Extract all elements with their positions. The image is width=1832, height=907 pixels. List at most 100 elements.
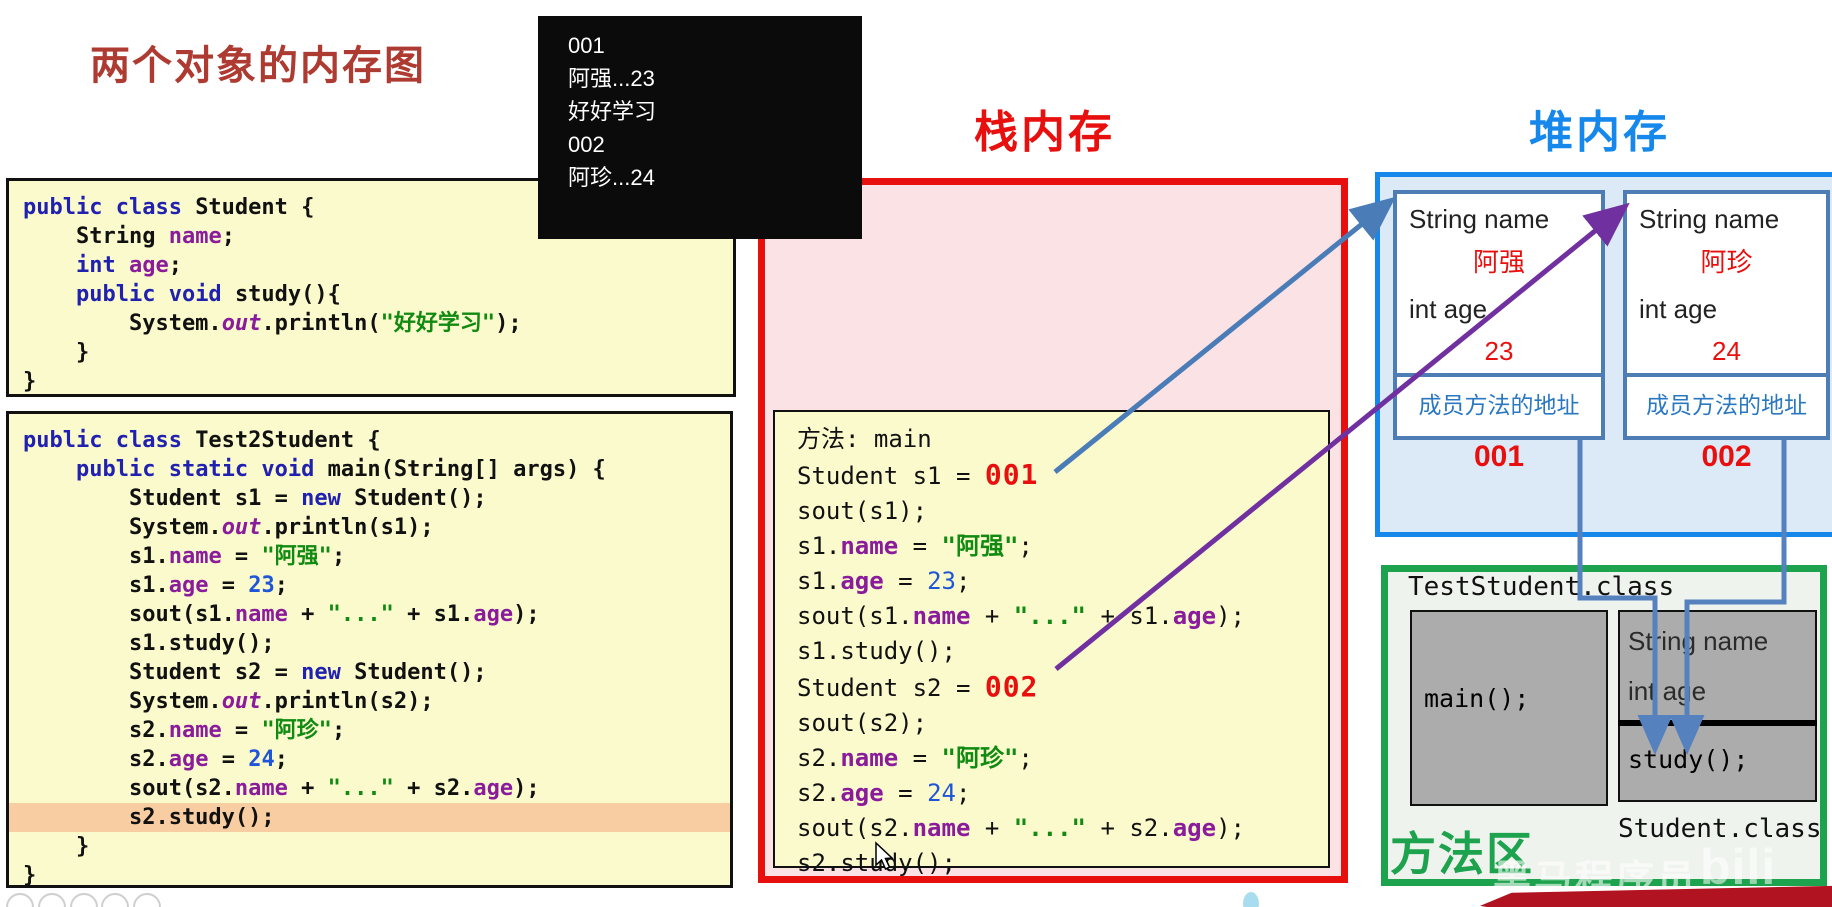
code-segment: age [840,567,884,595]
code-segment: ); [1216,814,1245,842]
code-line: s1.study(); [23,629,730,658]
code-segment: = [883,567,928,595]
code-segment: name [168,224,222,249]
code-segment: = [898,532,942,560]
object2-age-field-label: int age [1639,294,1718,324]
code-segment: Student(); [354,486,487,511]
code-segment [23,253,76,278]
code-segment: 24 [927,779,956,807]
code-segment: "阿珍" [261,718,332,743]
code-segment: Student { [195,195,315,220]
code-segment: age [128,253,169,278]
code-segment: = [208,573,249,598]
code-segment: + [287,776,328,801]
code-line-highlighted: s2.study(); [9,803,730,832]
code-segment: public void [75,282,235,307]
console-line: 阿强...23 [568,66,655,91]
code-segment: s2.study(); [23,805,275,830]
slide-title: 两个对象的内存图 [90,44,426,88]
code-segment: ); [1216,602,1245,630]
code-segment: ; [1018,744,1033,772]
code-segment: = [898,744,942,772]
code-line: public void study(){ [23,280,733,309]
object2-method-address-label: 成员方法的地址 [1646,392,1807,418]
code-segment: ; [168,253,182,278]
code-segment: out [221,311,262,336]
code-segment: "..." [327,602,394,627]
code-segment: ); [495,311,522,336]
code-segment: sout(s2. [797,814,913,842]
code-line: String name; [23,222,733,251]
code-line: sout(s1.name + "..." + s1.age); [23,600,730,629]
code-segment: 24 [248,747,275,772]
code-segment [23,457,76,482]
code-line: System.out.println(s1); [23,513,730,542]
code-segment: System. [23,311,222,336]
code-segment: + s1. [393,602,474,627]
code-line: System.out.println("好好学习"); [23,309,733,338]
code-segment: sout(s2); [797,709,928,737]
code-segment: public class [23,428,196,453]
code-line: sout(s2.name + "..." + s2.age); [797,811,1328,846]
code-line: } [23,861,730,890]
heap-memory-title: 堆内存 [1529,108,1670,157]
code-segment: sout(s1); [797,497,928,525]
code-segment: s1.study(); [797,637,956,665]
code-line: Student s1 = new Student(); [23,484,730,513]
code-segment: public class [23,195,196,220]
heap-object-s1: String name 阿强 int age 23 成员方法的地址 [1393,190,1605,440]
code-segment: sout(s1. [797,602,913,630]
object1-address-001: 001 [1473,440,1525,473]
code-segment: .println(s2); [261,689,434,714]
code-segment: sout(s2. [23,776,235,801]
code-segment: ; [1018,532,1033,560]
code-segment: = [221,718,262,743]
code-segment: = [221,544,262,569]
code-segment: System. [23,515,222,540]
code-segment: Student s1 = [797,462,985,490]
code-segment: + [970,814,1014,842]
code-segment: name [234,776,288,801]
code-segment: Student s2 = [23,660,302,685]
student-class-age-field: int age [1628,676,1707,706]
code-line: s1.name = "阿强"; [797,529,1328,564]
object2-name-value: 阿珍 [1700,247,1753,277]
code-segment: s2.study(); [797,849,956,877]
code-segment: } [23,369,37,394]
code-segment: name [840,744,899,772]
code-segment: "阿珍" [941,744,1019,772]
code-segment: Test2Student { [195,428,381,453]
code-segment: "..." [1013,814,1086,842]
code-segment: 23 [248,573,275,598]
code-segment: ); [513,602,540,627]
code-segment: new [301,486,355,511]
code-segment: + s1. [1086,602,1173,630]
code-line: } [23,338,733,367]
test2student-class-code-block: public class Test2Student { public stati… [6,411,733,888]
code-segment: int [75,253,129,278]
code-segment: new [301,660,355,685]
slide-dot [70,893,98,907]
code-line: 方法: main [797,422,1328,457]
code-segment [23,282,76,307]
stack-memory-title: 栈内存 [974,108,1115,157]
code-line: int age; [23,251,733,280]
code-segment: "..." [327,776,394,801]
student-class-content-box: String name int age study(); [1618,610,1817,802]
code-segment: ; [331,718,346,743]
code-segment: age [840,779,884,807]
slide-dot [38,893,66,907]
code-line: public class Test2Student { [23,426,730,455]
object2-age-value: 24 [1712,336,1741,366]
code-segment: System. [23,689,222,714]
code-segment: Student(); [354,660,487,685]
slide-dot [6,893,34,907]
code-line: s2.name = "阿珍"; [23,716,730,745]
object1-age-field-label: int age [1409,294,1488,324]
object1-divider [1397,373,1601,377]
code-segment: String [23,224,169,249]
code-line: s2.study(); [797,846,1328,881]
object1-name-value: 阿强 [1472,247,1525,277]
main-method-label: main(); [1424,684,1530,713]
